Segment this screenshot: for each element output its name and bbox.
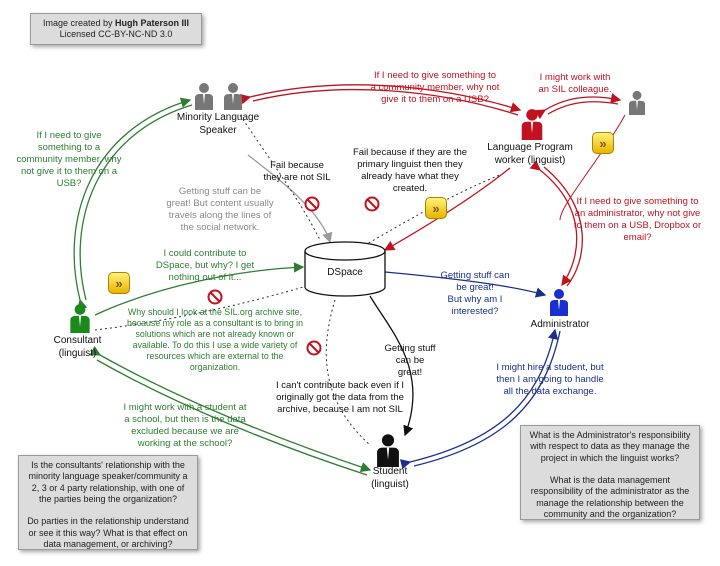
prohibited-icon xyxy=(304,196,320,212)
person-icon xyxy=(195,83,213,110)
person-icon xyxy=(628,90,646,115)
getting-stuff-student-note: Getting stuff can be great! xyxy=(384,343,436,378)
red-connectors xyxy=(239,84,626,287)
red-usb-community-note: If I need to give something to a communi… xyxy=(370,70,500,105)
credit-box: Image created by Hugh Paterson III Licen… xyxy=(30,13,202,45)
green-contribute-note: I could contribute to DSpace, but why? I… xyxy=(155,248,255,283)
credit-prefix: Image created by xyxy=(42,18,116,28)
cant-contribute-note: I can't contribute back even if I origin… xyxy=(275,380,405,415)
prohibited-icon xyxy=(364,196,380,212)
green-sil-site-note: Why should I look at the SIL.org archive… xyxy=(126,307,304,372)
blue-connectors xyxy=(384,271,561,470)
person-icon xyxy=(224,83,242,110)
consultant-label: Consultant (linguist) xyxy=(53,335,102,359)
credit-license: Licensed CC-BY-NC-ND 3.0 xyxy=(59,29,173,40)
administrator-responsibility-note: What is the Administrator's responsibili… xyxy=(520,425,700,520)
prohibited-icon xyxy=(306,340,322,356)
hire-student-note: I might hire a student, but then I am go… xyxy=(496,362,604,397)
green-student-note: I might work with a student at a school,… xyxy=(123,402,247,449)
minority-speaker-label: Minority Language Speaker xyxy=(176,112,260,136)
prohibited-icon xyxy=(207,289,223,305)
red-admin-note: If I need to give something to an admini… xyxy=(573,196,702,243)
gray-social-network-note: Getting stuff can be great! But content … xyxy=(166,186,274,233)
dspace-label: DSpace xyxy=(327,267,363,278)
administrator-label: Administrator xyxy=(530,319,590,330)
person-icon xyxy=(521,109,543,140)
admin-interest-note: Getting stuff can be great! But why am I… xyxy=(440,270,510,317)
student-label: Student (linguist) xyxy=(371,466,409,490)
fail-primary-linguist-note: Fail because if they are the primary lin… xyxy=(352,147,468,194)
consultant-relationship-note: Is the consultants' relationship with th… xyxy=(18,455,198,550)
dspace-cylinder xyxy=(304,241,386,297)
forward-sign-icon: » xyxy=(592,132,614,154)
person-icon xyxy=(377,434,399,467)
forward-sign-icon: » xyxy=(108,272,130,294)
red-colleague-note: I might work with an SIL colleague. xyxy=(538,72,612,95)
green-usb-note: If I need to give something to a communi… xyxy=(16,130,122,189)
black-connectors xyxy=(94,114,501,446)
person-icon xyxy=(70,304,90,333)
language-program-worker-label: Language Program worker (linguist) xyxy=(487,142,573,166)
person-icon xyxy=(550,289,568,316)
forward-sign-icon: » xyxy=(425,197,447,219)
green-connectors xyxy=(73,97,372,476)
credit-author: Hugh Paterson III xyxy=(115,18,190,28)
fail-not-sil-note: Fail because they are not SIL xyxy=(263,160,331,183)
